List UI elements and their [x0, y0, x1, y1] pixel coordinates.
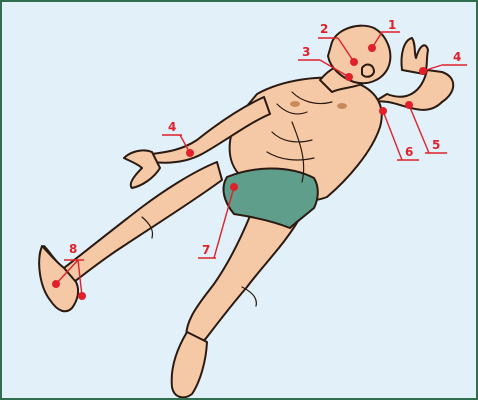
marker-label: 3	[302, 45, 310, 59]
right-foot	[172, 332, 207, 397]
swim-trunks	[223, 168, 317, 228]
nipple-left	[337, 103, 347, 109]
right-arm	[374, 70, 453, 110]
nipple-right	[290, 101, 300, 107]
marker-label: 2	[320, 22, 328, 36]
marker-label: 4	[453, 50, 461, 64]
marker-label: 7	[202, 243, 210, 257]
marker-label: 5	[432, 138, 440, 152]
marker-label: 1	[388, 18, 396, 32]
marker-label: 6	[405, 145, 413, 159]
left-leg	[40, 162, 223, 285]
right-leg	[186, 214, 302, 344]
marker-label: 8	[69, 242, 77, 256]
marker-7: 7	[198, 183, 238, 258]
marker-label: 4	[168, 120, 176, 134]
ear	[362, 65, 374, 77]
left-hand	[124, 150, 160, 188]
